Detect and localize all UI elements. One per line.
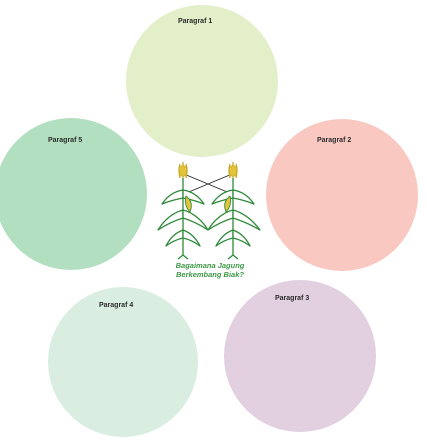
paragraph-label-4: Paragraf 4 xyxy=(99,302,134,309)
paragraph-label-1: Paragraf 1 xyxy=(178,18,213,25)
paragraph-label-3: Paragraf 3 xyxy=(275,295,310,302)
paragraph-circle-4 xyxy=(48,287,198,437)
paragraph-circle-3 xyxy=(224,280,376,432)
paragraph-label-2: Paragraf 2 xyxy=(317,137,352,144)
paragraph-circle-5 xyxy=(0,118,147,270)
diagram-title: Bagaimana Jagung Berkembang Biak? xyxy=(150,261,270,279)
corn-plant-icon xyxy=(157,162,261,260)
paragraph-circle-1 xyxy=(126,5,278,157)
diagram-title-line-1: Bagaimana Jagung xyxy=(175,261,245,270)
diagram-title-line-2: Berkembang Biak? xyxy=(176,270,244,279)
paragraph-label-5: Paragraf 5 xyxy=(48,137,83,144)
paragraph-circle-2 xyxy=(266,119,418,271)
